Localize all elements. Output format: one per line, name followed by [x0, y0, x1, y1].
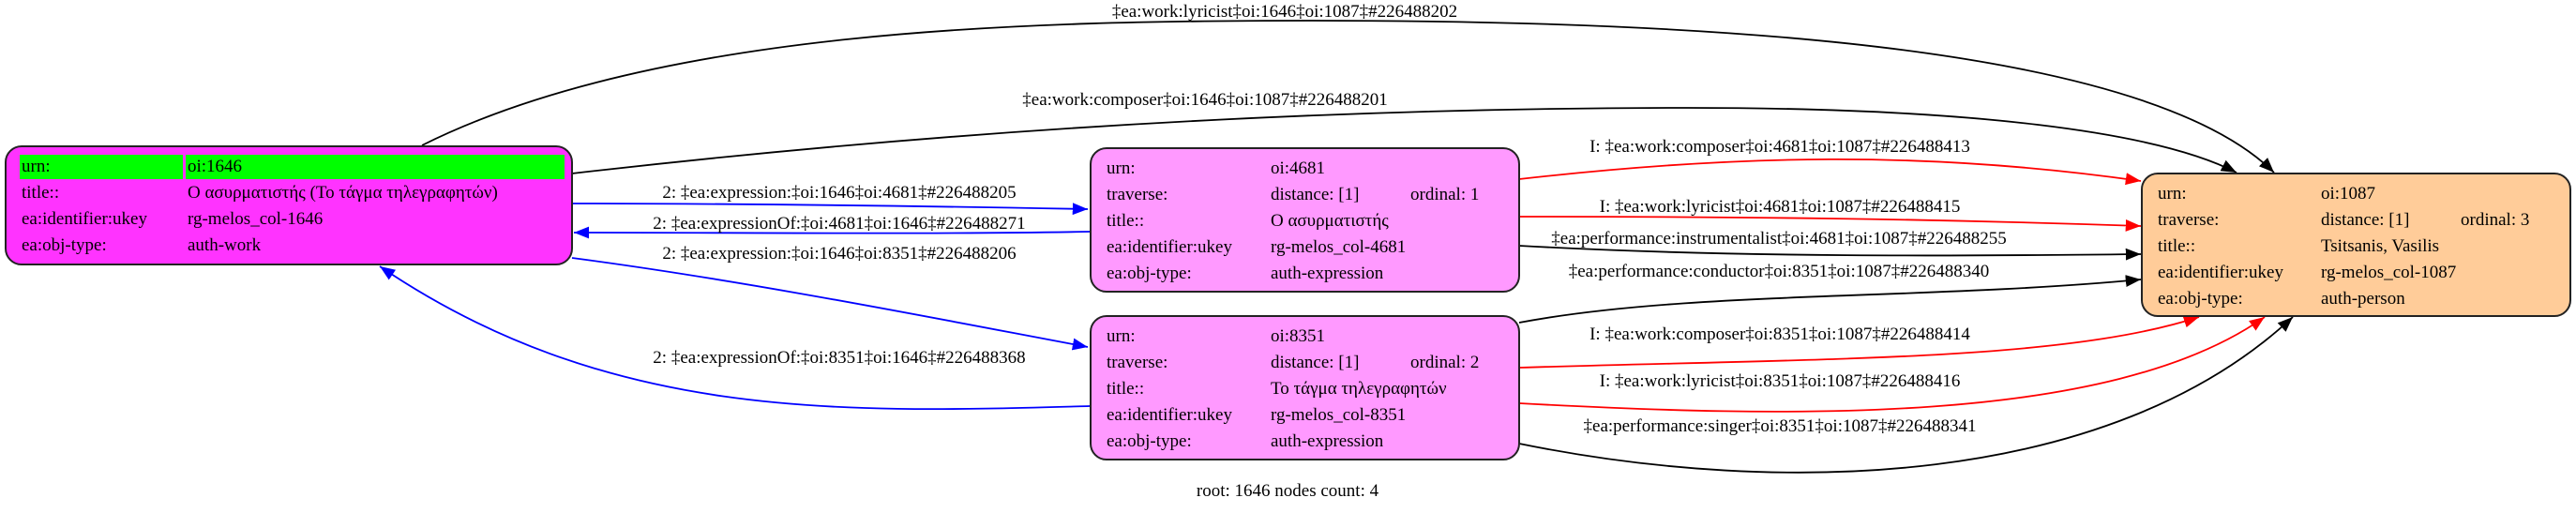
edge-label: 2: ‡ea:expression:‡oi:1646‡oi:4681‡#2264…: [662, 183, 1016, 203]
field-key: urn:: [2158, 184, 2187, 204]
urn-value-highlight: [186, 155, 565, 179]
field-key: urn:: [1107, 326, 1136, 346]
field-key: urn:: [22, 157, 51, 176]
footer-summary: root: 1646 nodes count: 4: [1197, 481, 1379, 501]
field-value: Tsitsanis, Vasilis: [2321, 236, 2440, 256]
field-value: distance: [1]: [1271, 353, 1360, 372]
field-key: ea:obj-type:: [1107, 431, 1192, 451]
edge-composer-4681: [1518, 158, 2142, 186]
edge-label: ‡ea:performance:instrumentalist‡oi:4681‡…: [1551, 229, 2006, 249]
edge-label: I: ‡ea:work:lyricist‡oi:4681‡oi:1087‡#22…: [1600, 197, 1961, 217]
field-value: Ο ασυρματιστής (Το τάγμα τηλεγραφητών): [188, 183, 498, 203]
field-ordinal: ordinal: 3: [2461, 210, 2530, 230]
field-value: auth-person: [2321, 289, 2405, 309]
field-value: distance: [1]: [2321, 210, 2410, 230]
field-key: ea:identifier:ukey: [1107, 405, 1232, 425]
edge-label: I: ‡ea:work:composer‡oi:8351‡oi:1087‡#22…: [1589, 324, 1970, 344]
edge-lyricist-8351: [1518, 316, 2266, 413]
field-key: title::: [1107, 379, 1145, 399]
edge-label: I: ‡ea:work:composer‡oi:4681‡oi:1087‡#22…: [1589, 137, 1970, 157]
node-8351[interactable]: urn: oi:8351 traverse: distance: [1] ordina…: [1090, 315, 1520, 460]
field-value: oi:4681: [1271, 158, 1326, 178]
edge-lyricist-1646: [421, 20, 2275, 174]
field-value: rg-melos_col-1646: [188, 209, 324, 229]
field-key: title::: [2158, 236, 2196, 256]
field-key: ea:identifier:ukey: [22, 209, 147, 229]
field-value: Ο ασυρματιστής: [1271, 211, 1389, 231]
node-1087[interactable]: urn: oi:1087 traverse: distance: [1] ordina…: [2141, 173, 2571, 317]
edge-label: 2: ‡ea:expressionOf:‡oi:4681‡oi:1646‡#22…: [653, 214, 1025, 234]
field-value: oi:8351: [1271, 326, 1326, 346]
edge-expressionof-4681: [573, 226, 1091, 239]
edge-lyricist-4681: [1518, 216, 2142, 232]
field-value: rg-melos_col-8351: [1271, 405, 1407, 425]
field-key: ea:obj-type:: [2158, 289, 2243, 309]
edge-label: 2: ‡ea:expression:‡oi:1646‡oi:8351‡#2264…: [662, 244, 1016, 264]
edge-expression-4681: [571, 203, 1089, 216]
edge-label: ‡ea:work:lyricist‡oi:1646‡oi:1087‡#22648…: [1112, 2, 1457, 22]
field-key: ea:identifier:ukey: [2158, 263, 2283, 282]
field-value: rg-melos_col-1087: [2321, 263, 2457, 282]
field-value: Το τάγμα τηλεγραφητών: [1271, 379, 1447, 399]
field-ordinal: ordinal: 1: [1410, 185, 1480, 204]
field-value: rg-melos_col-4681: [1271, 237, 1407, 257]
edge-label: 2: ‡ea:expressionOf:‡oi:8351‡oi:1646‡#22…: [653, 348, 1025, 368]
field-key: urn:: [1107, 158, 1136, 178]
edge-label: ‡ea:work:composer‡oi:1646‡oi:1087‡#22648…: [1022, 90, 1387, 110]
edge-expression-8351: [571, 257, 1089, 351]
field-key: ea:obj-type:: [22, 235, 107, 255]
field-key: ea:identifier:ukey: [1107, 237, 1232, 257]
node-4681[interactable]: urn: oi:4681 traverse: distance: [1] ordina…: [1090, 147, 1520, 293]
edge-composer-1646: [571, 107, 2237, 174]
field-key: title::: [1107, 211, 1145, 231]
edge-composer-8351: [1518, 315, 2200, 369]
field-value: auth-work: [188, 235, 262, 255]
edge-conductor-8351: [1518, 275, 2142, 324]
field-value: distance: [1]: [1271, 185, 1360, 204]
edge-singer-8351: [1518, 316, 2294, 474]
field-key: title::: [22, 183, 60, 203]
edge-label: I: ‡ea:work:lyricist‡oi:8351‡oi:1087‡#22…: [1600, 371, 1961, 391]
urn-key-highlight: [20, 155, 183, 179]
edge-label: ‡ea:performance:conductor‡oi:8351‡oi:108…: [1569, 262, 1990, 281]
field-key: ea:obj-type:: [1107, 264, 1192, 283]
edge-label: ‡ea:performance:singer‡oi:8351‡oi:1087‡#…: [1584, 416, 1977, 436]
field-key: traverse:: [2158, 210, 2220, 230]
field-value: oi:1646: [188, 157, 243, 176]
field-ordinal: ordinal: 2: [1410, 353, 1480, 372]
edge-instrumentalist-4681: [1518, 245, 2142, 261]
field-value: auth-expression: [1271, 264, 1384, 283]
node-1646[interactable]: urn: oi:1646 title::Ο ασυρματιστής (Το τά…: [5, 145, 573, 265]
edge-expressionof-8351: [379, 265, 1091, 411]
field-key: traverse:: [1107, 353, 1168, 372]
field-value: oi:1087: [2321, 184, 2376, 204]
field-value: auth-expression: [1271, 431, 1384, 451]
field-key: traverse:: [1107, 185, 1168, 204]
